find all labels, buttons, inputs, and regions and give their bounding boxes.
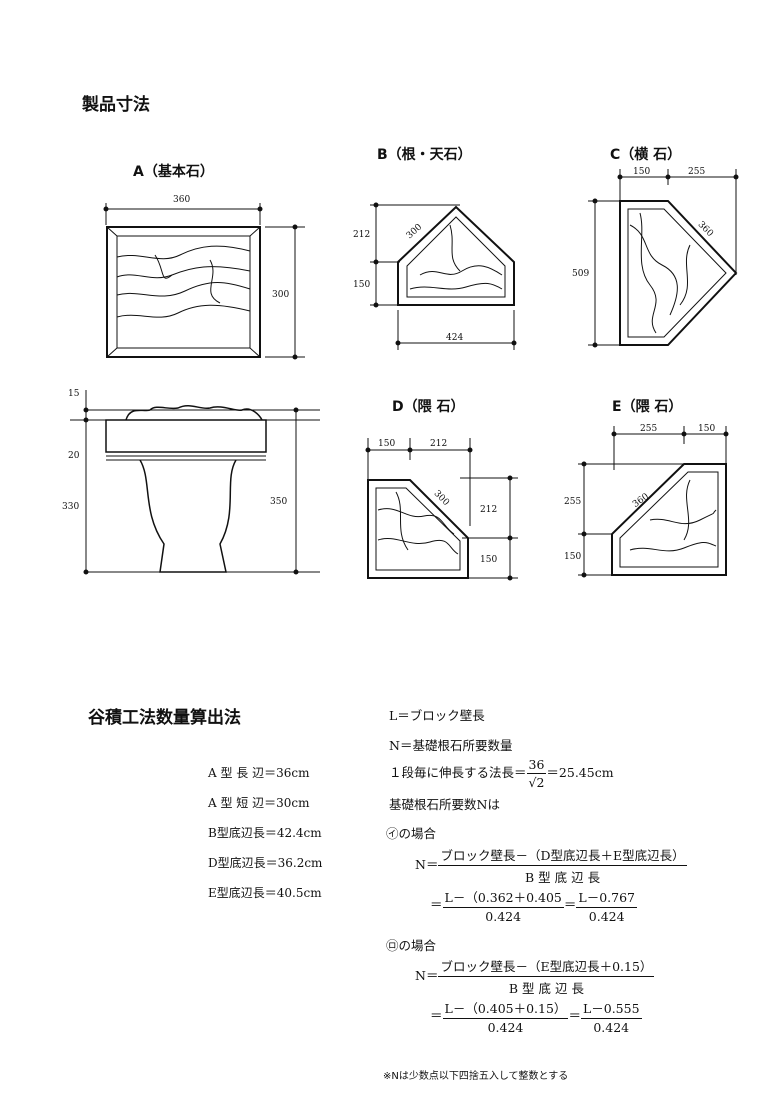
spec-e-base: E型底辺長＝40.5cm — [208, 886, 322, 900]
dim-d-150: 150 — [378, 439, 395, 449]
dim-b-212: 212 — [353, 230, 370, 240]
section-title-dimensions: 製品寸法 — [82, 95, 150, 115]
label-b: B（根・天石） — [377, 147, 472, 163]
footnote: ※Nは少数点以下四捨五入して整数とする — [383, 1071, 569, 1082]
dim-e-255v: 255 — [564, 497, 581, 507]
dim-a-20: 20 — [68, 451, 80, 461]
fraction-extension: 36√2 — [526, 757, 547, 790]
dim-c-360: 360 — [696, 220, 715, 239]
dim-a-350: 350 — [270, 497, 287, 507]
dim-e-360: 360 — [631, 492, 651, 510]
def-l: L＝ブロック壁長 — [389, 708, 485, 723]
dim-a-330: 330 — [62, 502, 79, 512]
case2-label: ㋺の場合 — [386, 938, 437, 953]
drawing-a-side: 15 20 330 350 — [62, 389, 320, 575]
spec-b-base: B型底辺長＝42.4cm — [208, 826, 322, 840]
n-intro: 基礎根石所要数Nは — [389, 797, 500, 812]
dim-b-150: 150 — [353, 280, 370, 290]
spec-a-short: A 型 短 辺＝30cm — [208, 796, 310, 810]
case2-formula: N＝ブロック壁長－（E型底辺長＋0.15）B 型 底 辺 長 — [415, 956, 655, 997]
label-c: C（横 石） — [610, 147, 682, 163]
spec-d-base: D型底辺長＝36.2cm — [208, 856, 323, 870]
dim-c-150: 150 — [633, 167, 650, 177]
case1-formula: N＝ブロック壁長－（D型底辺長＋E型底辺長）B 型 底 辺 長 — [415, 845, 687, 886]
dim-c-255: 255 — [688, 167, 705, 177]
dim-a-width: 360 — [173, 195, 190, 205]
label-e: E（隈 石） — [612, 399, 683, 415]
label-d: D（隈 石） — [392, 399, 465, 415]
formula-extension: １段毎に伸長する法長＝36√2＝25.45cm — [389, 757, 614, 790]
spec-a-long: A 型 長 辺＝36cm — [208, 766, 310, 780]
dim-e-150v: 150 — [564, 552, 581, 562]
section-title-calculation: 谷積工法数量算出法 — [88, 708, 241, 728]
drawing-c: 150 255 509 360 — [572, 167, 739, 348]
drawing-d: 150 212 300 212 150 — [365, 430, 530, 581]
dim-d-150b: 150 — [480, 555, 497, 565]
dim-e-150: 150 — [698, 424, 715, 434]
label-a: A（基本石） — [133, 164, 214, 180]
dim-a-height: 300 — [272, 290, 289, 300]
def-n: N＝基礎根石所要数量 — [389, 738, 513, 753]
drawing-e: 255 150 255 360 150 — [564, 424, 729, 578]
drawing-b: 212 150 300 424 — [353, 202, 517, 355]
dim-a-15: 15 — [68, 389, 80, 399]
dim-e-255: 255 — [640, 424, 657, 434]
dim-d-212a: 212 — [430, 439, 447, 449]
dim-c-509: 509 — [572, 269, 589, 279]
dim-d-212b: 212 — [480, 505, 497, 515]
drawing-a-front: 360 300 — [103, 195, 320, 360]
case1-label: ㋑の場合 — [386, 826, 437, 841]
dim-b-424: 424 — [446, 333, 463, 343]
